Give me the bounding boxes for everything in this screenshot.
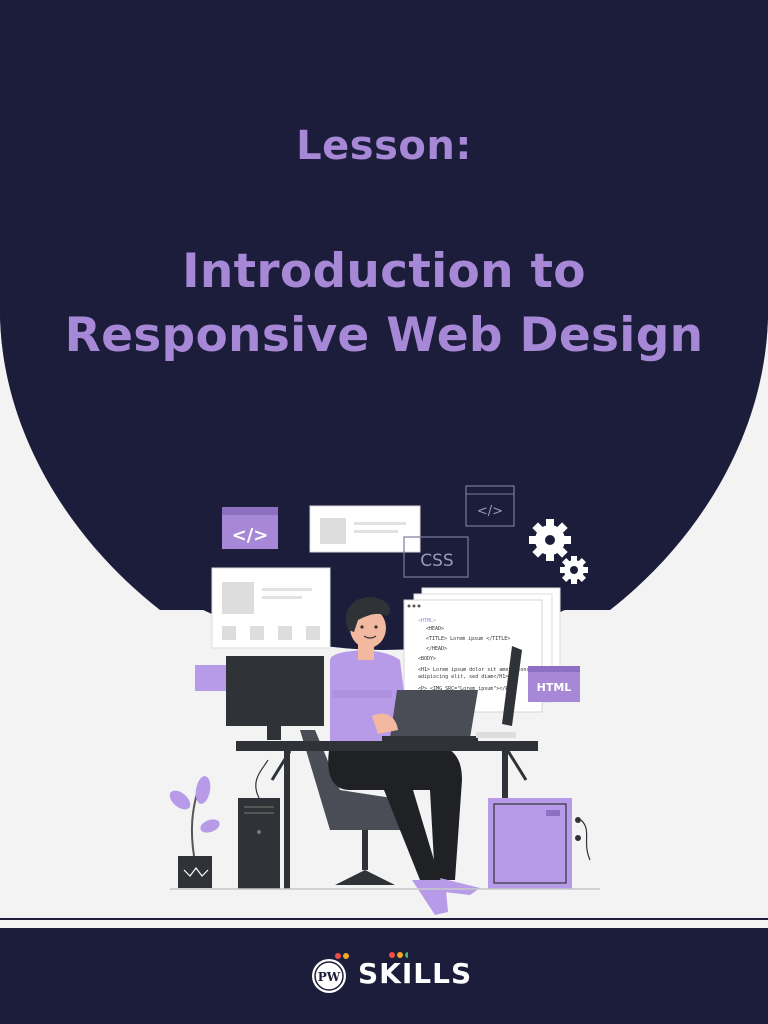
small-gear-icon — [560, 556, 588, 584]
svg-text:<TITLE> Lorem ipsum </TITLE>: <TITLE> Lorem ipsum </TITLE> — [426, 636, 510, 642]
lesson-title-line-1: Introduction to — [182, 244, 586, 299]
css-label: CSS — [420, 551, 453, 571]
logo-text: SKILLS — [358, 956, 473, 990]
svg-text:<P> <IMG SRC="Lorem ipsum"></P: <P> <IMG SRC="Lorem ipsum"></P> — [418, 686, 511, 692]
svg-text:<HTML>: <HTML> — [418, 618, 436, 624]
svg-text:adipiscing elit, sed diam</H1>: adipiscing elit, sed diam</H1> — [418, 674, 508, 680]
potted-plant — [169, 776, 220, 888]
lesson-label: Lesson: — [296, 123, 472, 169]
header-background-arc — [0, 0, 768, 650]
css-window: CSS — [403, 536, 469, 578]
code-tag-window: </> — [222, 507, 278, 549]
svg-text:</HEAD>: </HEAD> — [426, 646, 447, 652]
pc-tower — [238, 759, 280, 889]
svg-text:HTML: HTML — [537, 681, 572, 694]
desktop-monitor — [226, 656, 324, 740]
gear-icon — [529, 519, 571, 561]
title-block: Lesson: Introduction to Responsive Web D… — [0, 118, 768, 368]
lesson-title: Introduction to Responsive Web Design — [0, 240, 768, 368]
outline-code-window: </> — [465, 485, 515, 527]
person-at-desk — [300, 597, 480, 915]
svg-text:<BODY>: <BODY> — [418, 656, 436, 662]
side-monitor — [476, 646, 522, 738]
pw-skills-logo: PW SKILLS — [308, 952, 472, 994]
purple-cabinet — [488, 798, 591, 889]
lesson-title-line-2: Responsive Web Design — [64, 308, 704, 363]
html-tag: HTML — [528, 666, 580, 702]
small-browser-window — [309, 505, 421, 553]
code-tag-text: </> — [232, 525, 269, 546]
webpage-card — [211, 567, 331, 649]
pw-logo-icon: PW — [312, 953, 349, 993]
svg-text:<H1> Lorem ipsum dolor sit ame: <H1> Lorem ipsum dolor sit amet, consect… — [418, 667, 550, 673]
laptop — [372, 690, 478, 742]
svg-text:PW: PW — [318, 970, 341, 984]
logo-dots — [389, 952, 408, 958]
footer-divider — [0, 918, 768, 920]
web-developer-illustration: </> </> CSS — [169, 485, 600, 915]
svg-text:<HEAD>: <HEAD> — [426, 626, 444, 632]
footer-bar — [0, 928, 768, 1024]
outline-code-tag: </> — [477, 504, 503, 519]
